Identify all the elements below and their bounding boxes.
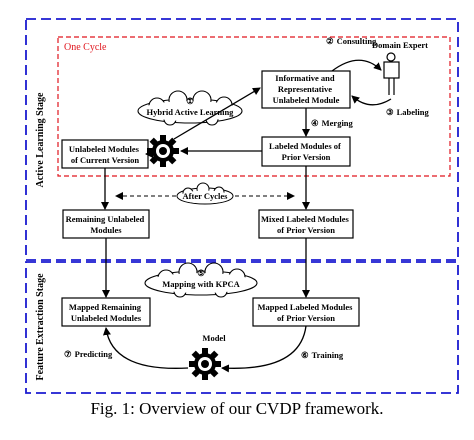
mapping-kpca-cloud bbox=[144, 262, 258, 298]
active-learning-stage-frame bbox=[25, 18, 459, 261]
mapped-labeled-box-text: Mapped Labeled Modules of Prior Version bbox=[257, 302, 354, 323]
figure-caption: Fig. 1: Overview of our CVDP framework. bbox=[90, 399, 383, 418]
unlabeled-current-box bbox=[61, 139, 149, 169]
step-1-number: ① bbox=[186, 96, 194, 106]
hybrid-active-learning-label: Hybrid Active Learning bbox=[147, 107, 235, 117]
informative-box-text: Informative and Representative Unlabeled… bbox=[273, 73, 340, 105]
remaining-unlabeled-box bbox=[62, 209, 150, 239]
active-learning-stage-label: Active Learning Stage bbox=[35, 92, 46, 188]
mapped-labeled-box bbox=[252, 297, 360, 327]
step-5-number: ⑤ bbox=[197, 268, 205, 278]
model-gear-icon bbox=[189, 348, 221, 380]
labeling-arrow bbox=[351, 95, 392, 106]
informative-box bbox=[261, 70, 351, 109]
domain-expert-icon bbox=[383, 52, 400, 95]
domain-expert-label: Domain Expert bbox=[372, 40, 428, 50]
gear-to-informative-arrow bbox=[173, 87, 261, 140]
active-learning-gear-icon bbox=[147, 135, 179, 167]
consulting-arrow bbox=[331, 59, 382, 72]
training-arrow bbox=[221, 325, 307, 373]
one-cycle-label: One Cycle bbox=[64, 42, 107, 53]
model-label: Model bbox=[202, 333, 226, 343]
unlabeled-current-box-text: Unlabeled Modules of Current Version bbox=[69, 144, 141, 165]
feature-extraction-stage-label: Feature Extraction Stage bbox=[35, 273, 46, 381]
labeled-prior-box-text: Labeled Modules of Prior Version bbox=[269, 141, 343, 162]
mixed-labeled-box-text: Mixed Labeled Modules of Prior Version bbox=[261, 214, 351, 235]
after-cycles-label: After Cycles bbox=[183, 191, 229, 201]
mapped-remaining-box-text: Mapped Remaining Unlabeled Modules bbox=[69, 302, 143, 323]
mapped-remaining-box bbox=[61, 297, 151, 327]
remaining-unlabeled-box-text: Remaining Unlabeled Modules bbox=[66, 214, 147, 235]
hybrid-active-learning-cloud bbox=[137, 90, 243, 126]
feature-extraction-stage-frame bbox=[25, 261, 459, 394]
predicting-arrow bbox=[102, 327, 189, 369]
mapping-kpca-label: Mapping with KPCA bbox=[162, 279, 240, 289]
one-cycle-frame bbox=[57, 36, 451, 177]
after-cycles-cloud bbox=[176, 182, 234, 205]
